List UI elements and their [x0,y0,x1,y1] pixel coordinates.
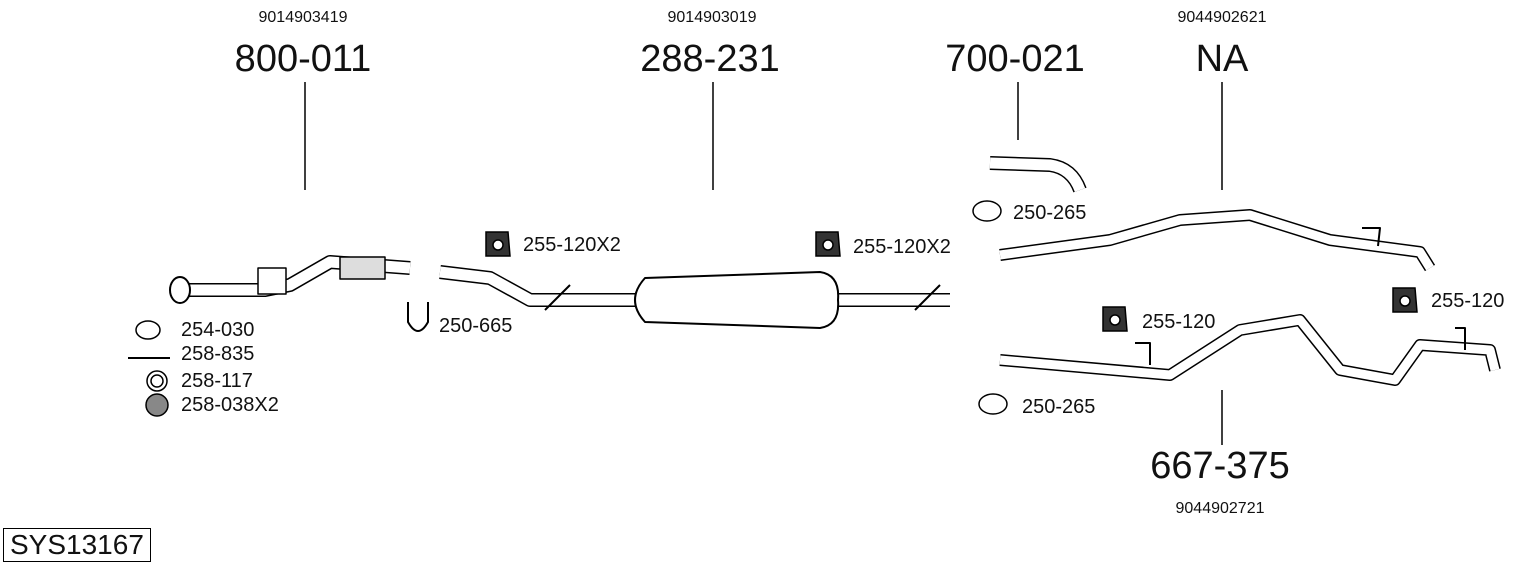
part-number[interactable]: 800-011 [234,38,372,80]
accessory-label[interactable]: 258-835 [181,343,255,365]
oe-number: 9014903419 [258,9,348,26]
nut-icon [145,393,169,417]
part-number[interactable]: 288-231 [640,38,780,80]
oe-number: 9044902621 [1177,9,1267,26]
accessory-label[interactable]: 255-120X2 [853,236,951,258]
clamp-icon [978,393,1008,415]
accessory-label[interactable]: 254-030 [181,319,255,341]
middle-silencer-288-231 [439,265,950,329]
front-pipe-800-011 [169,255,411,304]
hanger-icon [1392,287,1418,313]
accessory-label[interactable]: 250-265 [1013,202,1087,224]
hanger-icon [485,231,511,257]
accessory-label[interactable]: 258-038X2 [181,394,279,416]
part-number[interactable]: 667-375 [1150,445,1290,487]
accessory-label[interactable]: 255-120 [1431,290,1505,312]
clamp-icon [972,200,1002,222]
tailpipe-700-021 [989,156,1087,193]
u-bolt-icon [407,302,429,332]
hanger-icon [1102,306,1128,332]
hanger-icon [815,231,841,257]
accessory-label[interactable]: 250-265 [1022,396,1096,418]
accessory-label[interactable]: 250-665 [439,315,513,337]
oe-number: 9044902721 [1175,500,1265,517]
clamp-icon [135,320,161,340]
part-number[interactable]: 700-021 [945,38,1085,80]
oe-number: 9014903019 [667,9,757,26]
pipe-na [999,209,1436,272]
accessory-label[interactable]: 255-120 [1142,311,1216,333]
accessory-label[interactable]: 255-120X2 [523,234,621,256]
accessory-label[interactable]: 258-117 [181,370,253,392]
part-number[interactable]: NA [1195,38,1249,80]
system-id: SYS13167 [3,528,151,562]
pipe-667-375 [999,314,1501,386]
